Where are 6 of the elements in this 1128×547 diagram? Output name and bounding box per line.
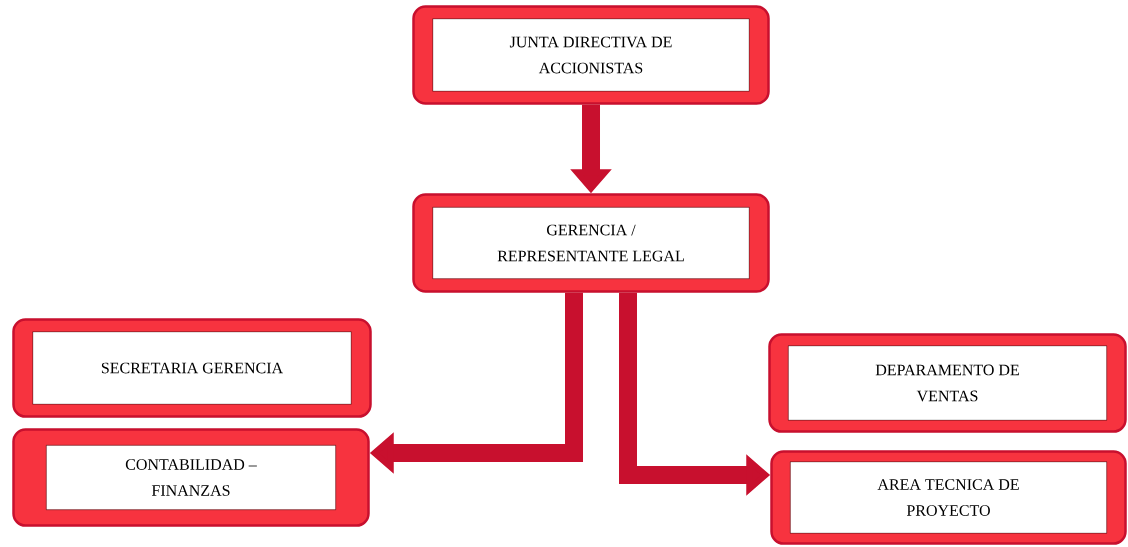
org-box: SECRETARIA GERENCIA [12,318,372,418]
org-box: JUNTA DIRECTIVA DE ACCIONISTAS [412,5,770,105]
org-box: DEPARAMENTO DE VENTAS [768,333,1127,433]
org-box: CONTABILIDAD – FINANZAS [12,428,370,527]
org-box: GERENCIA / REPRESENTANTE LEGAL [412,193,770,293]
org-box: AREA TECNICA DE PROYECTO [770,450,1127,545]
